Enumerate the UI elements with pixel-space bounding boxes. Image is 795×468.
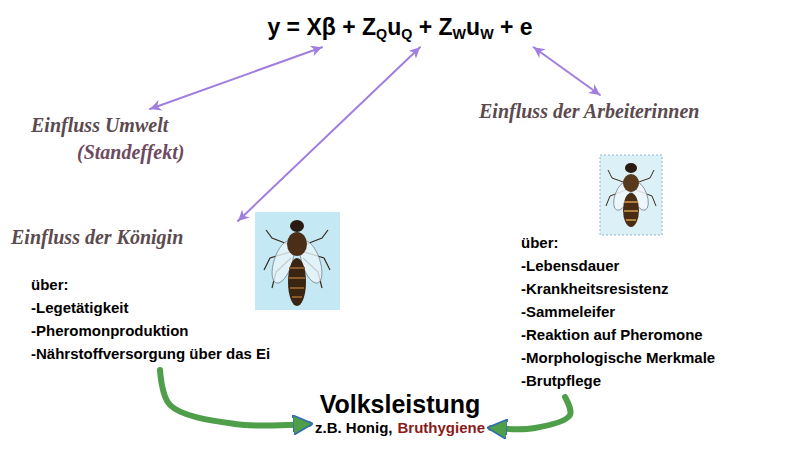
worker-stripes: [624, 202, 638, 220]
worker-head: [625, 163, 637, 173]
queen-bee-picture: [255, 212, 340, 310]
heading: Einfluss der Arbeiterinnen: [479, 100, 715, 123]
result-example: Bruthygiene: [397, 419, 485, 436]
model-formula: y = Xβ + ZQuQ + ZWuW + e: [267, 14, 532, 42]
list-item: -Lebensdauer: [521, 254, 715, 277]
list-item: -Legetätigkeit: [31, 296, 270, 319]
result-title: Volksleistung: [315, 390, 485, 419]
influence-label: Einfluss der Arbeiterinnen über:-Lebensda…: [476, 98, 718, 394]
result-example: z.B. Honig,: [315, 419, 393, 436]
list-item: -Nährstoffversorgung über das Ei: [31, 342, 270, 365]
queen-thorax: [287, 232, 307, 256]
curved-arrow: [491, 397, 570, 429]
influence-label: Einfluss der Königinüber:-Legetätigkeit-…: [8, 224, 273, 367]
list-item: -Sammeleifer: [521, 300, 715, 323]
picture-ground: [255, 212, 340, 310]
formula-box: y = Xβ + ZQuQ + ZWuW + e: [264, 12, 535, 44]
influence-arrow: [150, 47, 322, 109]
list-item: -Krankheitsresistenz: [521, 277, 715, 300]
list-intro: über:: [521, 231, 715, 254]
result-box: Volksleistungz.B. Honig,Bruthygiene: [312, 388, 488, 439]
worker-thorax: [623, 174, 639, 192]
subheading: (Standeffekt): [77, 141, 184, 164]
list-item: -Reaktion auf Pheromone: [521, 323, 715, 346]
picture-ground: [600, 155, 662, 235]
worker-abdomen: [623, 193, 639, 227]
influence-arrow: [238, 47, 420, 221]
curved-arrow: [160, 370, 309, 426]
heading: Einfluss der Königin: [11, 226, 270, 249]
list-intro: über:: [31, 273, 270, 296]
influence-arrow: [534, 47, 600, 95]
queen-abdomen: [288, 258, 306, 306]
queen-stripes: [289, 268, 305, 297]
list-item: -Brutpflege: [521, 369, 715, 392]
influence-label: Einfluss Umwelt (Standeffekt): [28, 112, 187, 166]
worker-bee-picture: [600, 155, 662, 235]
heading: Einfluss Umwelt: [31, 114, 184, 137]
list-item: -Morphologische Merkmale: [521, 346, 715, 369]
list-item: -Pheromonproduktion: [31, 319, 270, 342]
queen-head: [290, 220, 304, 232]
